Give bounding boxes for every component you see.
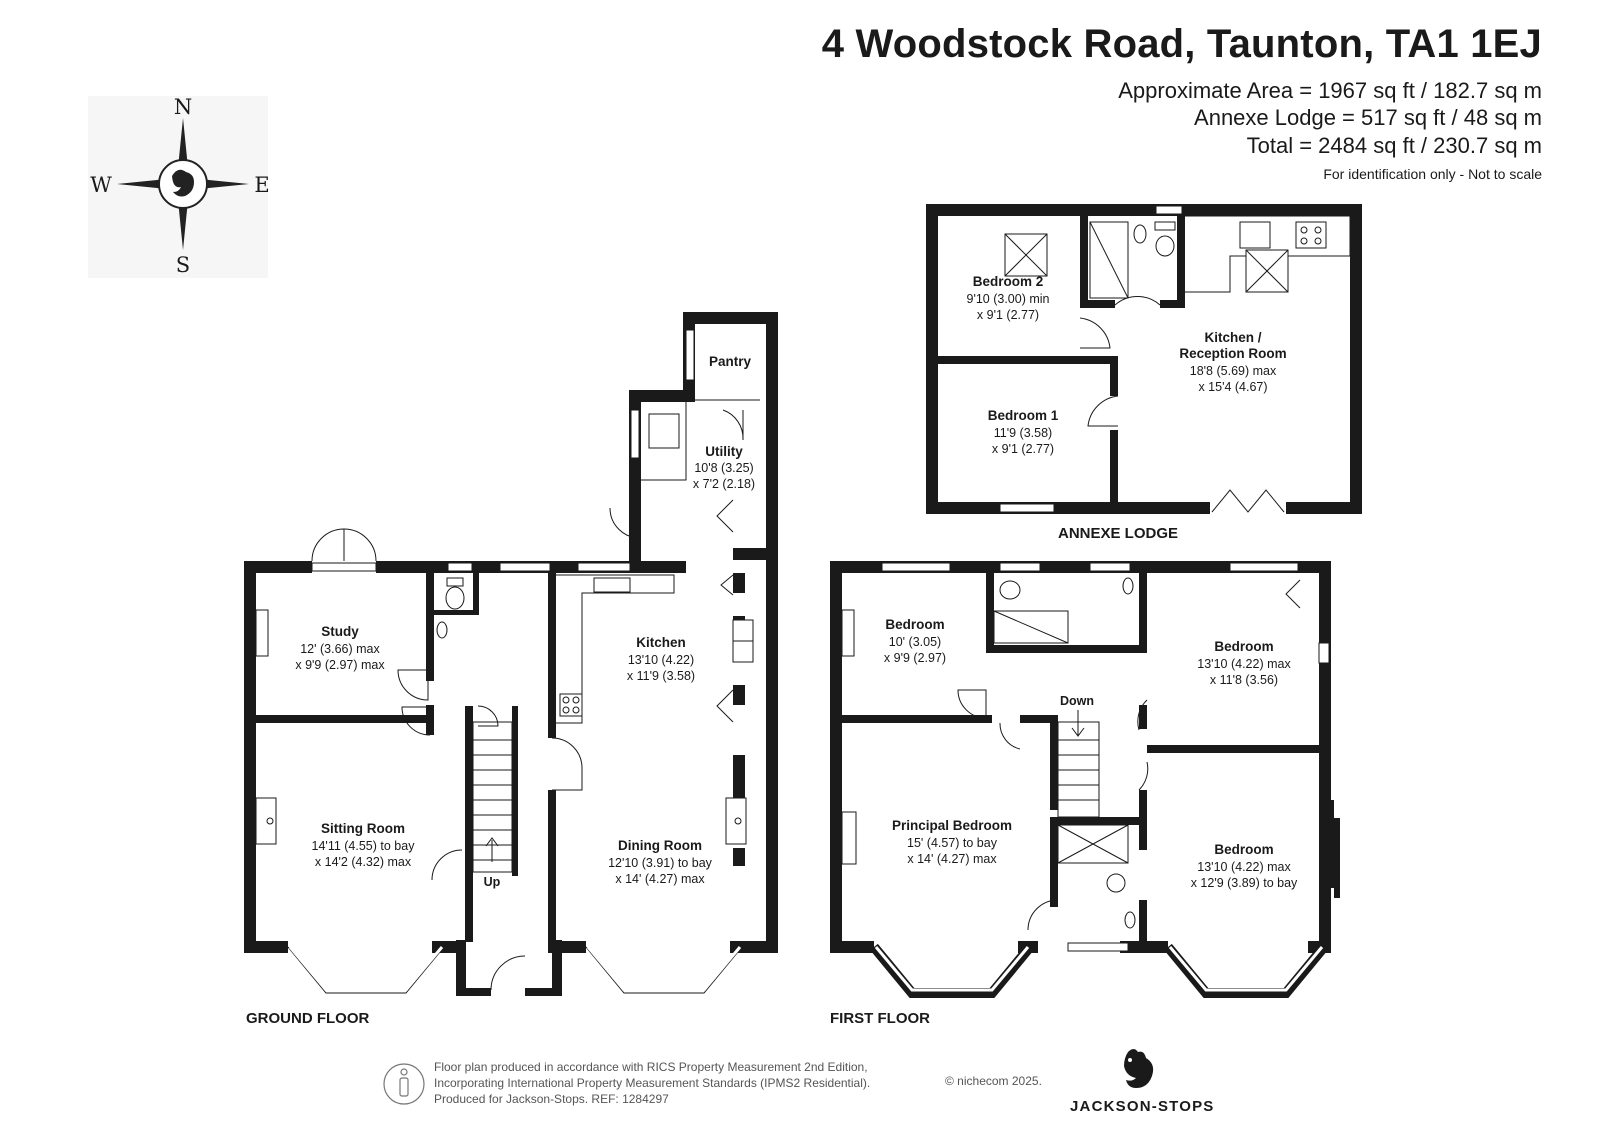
fox-logo-icon <box>1124 1049 1154 1088</box>
sitting-room-dim1: 14'11 (4.55) to bay <box>312 839 416 853</box>
stairs-icon <box>472 721 513 873</box>
bedroom-se-label: Bedroom <box>1214 842 1273 857</box>
study-dim1: 12' (3.66) max <box>300 642 380 656</box>
ground-floor-plan: Study 12' (3.66) max x 9'9 (2.97) max Si… <box>244 312 778 1027</box>
annexe-kitchen-dim1: 18'8 (5.69) max <box>1190 364 1277 378</box>
annexe-bedroom1-dim1: 11'9 (3.58) <box>994 426 1052 440</box>
study-dim2: x 9'9 (2.97) max <box>295 658 385 672</box>
compass-w: W <box>90 173 112 197</box>
annexe-kitchen-label-2: Reception Room <box>1179 346 1286 361</box>
bedroom-nw-dim1: 10' (3.05) <box>889 635 941 649</box>
kitchen-dim2: x 11'9 (3.58) <box>627 669 695 683</box>
annexe-kitchen-label-1: Kitchen / <box>1204 330 1261 345</box>
bedroom-nw-label: Bedroom <box>885 617 944 632</box>
brand-name: JACKSON-STOPS <box>1070 1098 1215 1115</box>
bedroom-nw-dim2: x 9'9 (2.97) <box>884 651 946 665</box>
study-label: Study <box>321 624 359 639</box>
compass-e: E <box>254 173 269 197</box>
footer-disclaimer: Floor plan produced in accordance with R… <box>434 1059 870 1107</box>
bedroom-ne-dim1: 13'10 (4.22) max <box>1197 657 1291 671</box>
bedroom-ne-dim2: x 11'8 (3.56) <box>1210 673 1278 687</box>
compass-rose-icon: N S W E <box>88 95 270 278</box>
footer-line-2: Incorporating International Property Mea… <box>434 1076 871 1090</box>
utility-label: Utility <box>705 444 743 459</box>
ground-floor-label: GROUND FLOOR <box>246 1010 369 1027</box>
property-title: 4 Woodstock Road, Taunton, TA1 1EJ <box>821 22 1542 66</box>
annexe-area: Annexe Lodge = 517 sq ft / 48 sq m <box>1194 105 1542 130</box>
pantry-label: Pantry <box>709 354 752 369</box>
first-floor-label: FIRST FLOOR <box>830 1010 930 1027</box>
principal-bedroom-dim1: 15' (4.57) to bay <box>907 836 998 850</box>
annexe-bedroom2-label: Bedroom 2 <box>973 274 1044 289</box>
footer-line-3: Produced for Jackson-Stops. REF: 1284297 <box>434 1092 669 1106</box>
annexe-lodge-plan: Bedroom 2 9'10 (3.00) min x 9'1 (2.77) B… <box>926 204 1362 542</box>
annexe-bedroom2-dim2: x 9'1 (2.77) <box>977 308 1039 322</box>
approximate-area: Approximate Area = 1967 sq ft / 182.7 sq… <box>1118 78 1542 103</box>
principal-bedroom-label: Principal Bedroom <box>892 818 1012 833</box>
annexe-lodge-label: ANNEXE LODGE <box>1058 525 1178 542</box>
stairs-up-label: Up <box>484 875 501 889</box>
annexe-bedroom1-label: Bedroom 1 <box>988 408 1059 423</box>
dining-room-dim1: 12'10 (3.91) to bay <box>608 856 713 870</box>
kitchen-label: Kitchen <box>636 635 686 650</box>
copyright-text: © nichecom 2025. <box>945 1074 1042 1088</box>
utility-dim1: 10'8 (3.25) <box>694 461 753 475</box>
annexe-bedroom2-dim1: 9'10 (3.00) min <box>967 292 1050 306</box>
annexe-bedroom1-dim2: x 9'1 (2.77) <box>992 442 1054 456</box>
principal-bedroom-dim2: x 14' (4.27) max <box>907 852 997 866</box>
annexe-kitchen-dim2: x 15'4 (4.67) <box>1198 380 1267 394</box>
scale-note: For identification only - Not to scale <box>1323 166 1542 182</box>
dining-room-label: Dining Room <box>618 838 702 853</box>
compass-s: S <box>176 253 190 277</box>
bedroom-se-dim2: x 12'9 (3.89) to bay <box>1191 876 1298 890</box>
stairs-down-label: Down <box>1060 694 1094 708</box>
footer-line-1: Floor plan produced in accordance with R… <box>434 1060 868 1074</box>
total-area: Total = 2484 sq ft / 230.7 sq m <box>1246 133 1542 158</box>
bedroom-ne-label: Bedroom <box>1214 639 1273 654</box>
person-icon <box>383 1063 425 1105</box>
sitting-room-label: Sitting Room <box>321 821 405 836</box>
first-floor-plan: Bedroom 10' (3.05) x 9'9 (2.97) Bedroom … <box>830 561 1340 1027</box>
sitting-room-dim2: x 14'2 (4.32) max <box>315 855 412 869</box>
utility-dim2: x 7'2 (2.18) <box>693 477 755 491</box>
compass-n: N <box>174 95 192 119</box>
dining-room-dim2: x 14' (4.27) max <box>615 872 705 886</box>
kitchen-dim1: 13'10 (4.22) <box>628 653 694 667</box>
bedroom-se-dim1: 13'10 (4.22) max <box>1197 860 1291 874</box>
